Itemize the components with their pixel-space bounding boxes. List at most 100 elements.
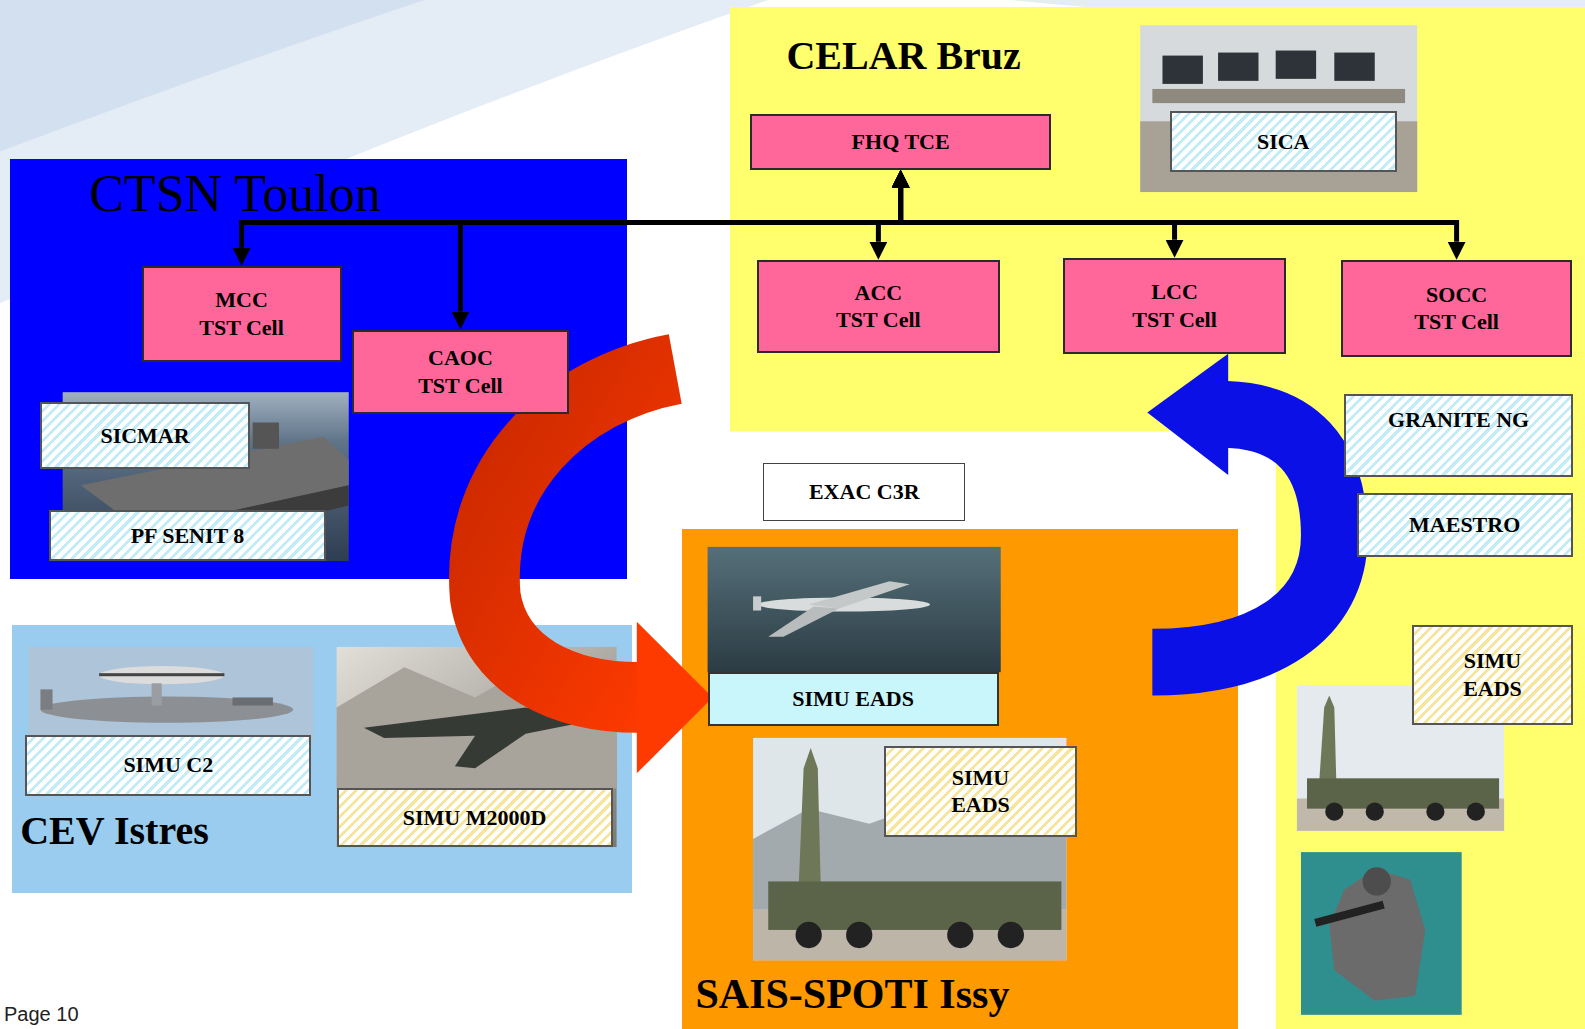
box-label: MAESTRO <box>1409 511 1520 539</box>
connector <box>242 188 901 248</box>
ground <box>753 910 1066 961</box>
system-label-box: SIMU EADS <box>1412 625 1573 725</box>
box-label: SICA <box>1257 128 1310 156</box>
control-room-photo <box>1140 25 1417 192</box>
wheel <box>1426 803 1444 821</box>
box-label: CAOC TST Cell <box>416 344 505 399</box>
monitor <box>1334 53 1374 81</box>
system-label-box: SICMAR <box>40 402 249 469</box>
tail <box>40 689 52 709</box>
radome-pylon <box>152 683 162 705</box>
carrier-deck <box>81 437 349 531</box>
truck-body <box>768 881 1061 930</box>
box-label: GRANITE NG <box>1388 406 1529 434</box>
soldier-head <box>1363 867 1391 895</box>
site-region: CTSN ToulonMCC TST CellCAOC TST CellSICM… <box>10 159 627 580</box>
ground <box>1297 799 1504 831</box>
wheel <box>846 922 872 948</box>
rifle <box>1314 901 1384 927</box>
missile-launcher-photo <box>753 738 1066 960</box>
cliffs <box>337 657 617 788</box>
wheel <box>1366 803 1384 821</box>
arrow-head <box>1147 354 1228 475</box>
tst-cell-box: CAOC TST Cell <box>352 330 569 415</box>
photo-ground <box>1301 852 1462 1015</box>
box-label: SIMU M2000D <box>403 804 547 832</box>
carrier-photo <box>63 392 349 561</box>
soldier-photo <box>1301 852 1462 1015</box>
wheel <box>796 922 822 948</box>
sky <box>753 738 1066 960</box>
wheel <box>1467 803 1485 821</box>
desk <box>1152 89 1405 103</box>
tst-cell-box: ACC TST Cell <box>757 260 1000 353</box>
radome-stripe <box>99 673 224 676</box>
sea <box>63 392 349 561</box>
jet-silhouette <box>364 708 596 769</box>
site-region: SAIS-SPOTI Issy SIMU EADS SIMU EADS <box>682 529 1238 1029</box>
box-label: SIMU EADS <box>940 764 1020 819</box>
box-label: SIMU EADS <box>1452 647 1532 702</box>
arrow-band <box>1152 414 1334 662</box>
page-number: Page 10 <box>4 1003 79 1025</box>
tst-cell-box: MCC TST Cell <box>142 266 342 362</box>
monitor <box>1162 56 1202 84</box>
box-label: EXAC C3R <box>809 478 920 506</box>
swoosh-shape <box>0 0 425 152</box>
system-label-box: EXAC C3R <box>763 463 965 521</box>
box-label: ACC TST Cell <box>834 279 923 334</box>
missile <box>799 748 821 890</box>
box-label: LCC TST Cell <box>1130 278 1219 333</box>
region-title: SAIS-SPOTI Issy <box>695 970 1009 1018</box>
missile <box>1319 695 1336 786</box>
connector <box>878 188 900 242</box>
wheel <box>998 922 1024 948</box>
region-title: CTSN Toulon <box>89 165 381 223</box>
monitor <box>1218 53 1258 81</box>
monitor <box>1276 51 1316 79</box>
mountains <box>753 799 1066 910</box>
photo-floor <box>1140 121 1417 192</box>
e2-aircraft-photo <box>28 647 313 743</box>
sky <box>708 547 1001 672</box>
carrier-hull <box>142 485 349 551</box>
tst-cell-box: SOCC TST Cell <box>1341 260 1571 357</box>
box-label: SIMU EADS <box>792 685 914 713</box>
region-title: CELAR Bruz <box>786 33 1020 79</box>
drone-tail <box>753 596 761 610</box>
arrow-band <box>484 369 675 698</box>
system-label-box: MAESTRO <box>1357 493 1573 557</box>
box-label: FHQ TCE <box>852 128 950 156</box>
site-region: CEV IstresSIMU C2SIMU M2000D <box>12 625 632 893</box>
box-label: MCC TST Cell <box>197 286 286 341</box>
system-label-box: SIMU EADS <box>884 746 1076 837</box>
system-label-box: SICA <box>1170 111 1397 172</box>
photo-ground <box>1140 25 1417 192</box>
drone-fuselage <box>758 597 930 611</box>
system-label-box: SIMU EADS <box>708 672 999 726</box>
drone-wing <box>809 581 910 608</box>
soldier-figure <box>1329 869 1425 1000</box>
missile-launcher-photo <box>1297 685 1504 831</box>
box-label: SICMAR <box>100 422 189 450</box>
connector <box>460 188 900 312</box>
tst-cell-box: LCC TST Cell <box>1063 258 1285 354</box>
system-label-box: SIMU C2 <box>25 735 311 796</box>
connector <box>901 188 1175 240</box>
radome <box>99 666 224 684</box>
box-label: PF SENIT 8 <box>131 522 245 550</box>
engine <box>232 697 272 705</box>
wheel <box>947 922 973 948</box>
truck-body <box>1307 778 1499 808</box>
drone-wing <box>768 606 839 636</box>
system-label-box: GRANITE NG <box>1344 394 1572 477</box>
box-label: SOCC TST Cell <box>1412 281 1501 336</box>
m2000d-photo <box>337 647 617 847</box>
arrow-head <box>637 622 713 774</box>
drone-photo <box>708 547 1001 672</box>
system-label-box: PF SENIT 8 <box>49 510 327 561</box>
connector <box>901 188 1457 242</box>
fuselage <box>40 696 293 722</box>
carrier-island <box>253 423 279 449</box>
sky <box>1297 685 1504 831</box>
